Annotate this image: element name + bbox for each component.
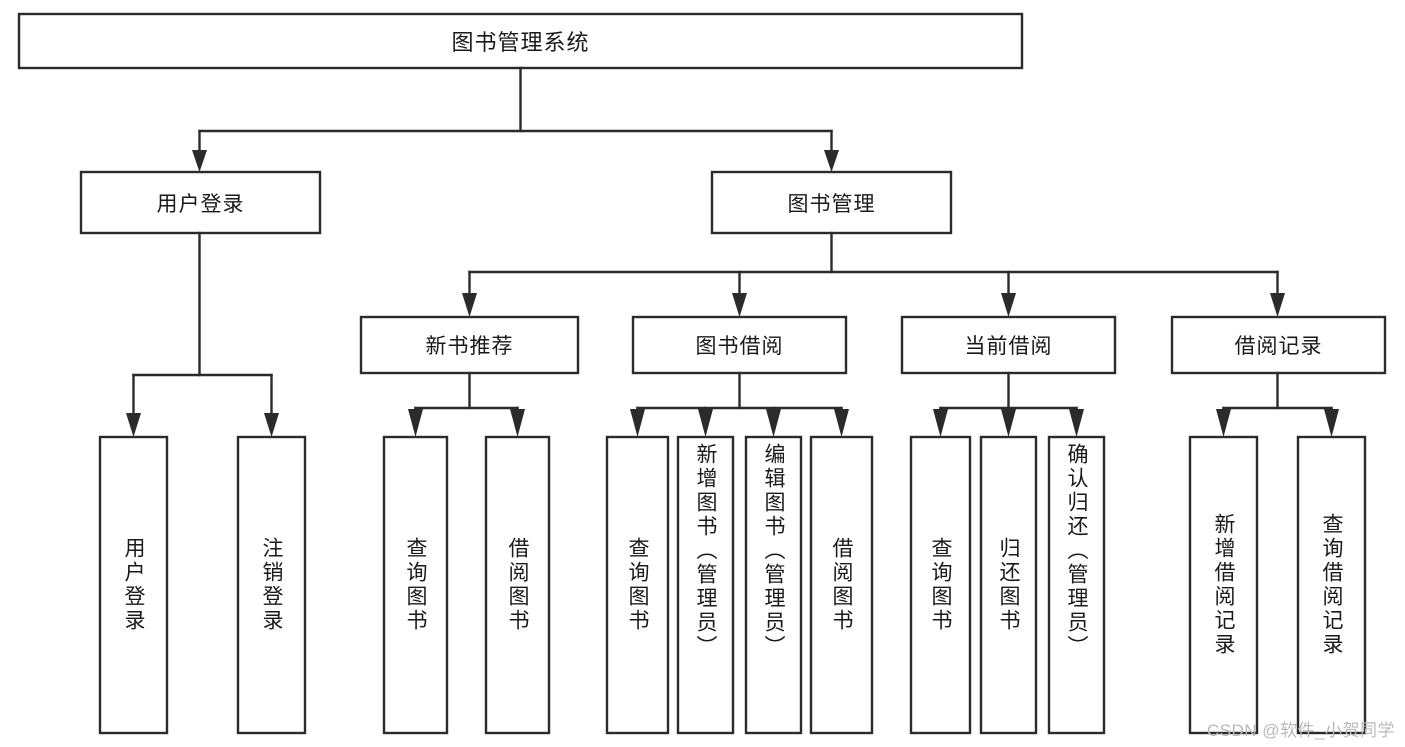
arrowhead-user-login — [192, 150, 207, 172]
arrowhead-current-borrow — [1001, 293, 1016, 317]
node-leaf-br-add-record-box[interactable] — [1188, 435, 1259, 735]
arrowhead-bb-edit-book — [766, 409, 781, 437]
arrowhead-cb-query-book — [933, 409, 948, 437]
arrowhead-cb-return-book — [1001, 409, 1016, 437]
arrowhead-bb-add-book — [698, 409, 713, 437]
arrowhead-bb-query-book — [630, 409, 645, 437]
arrowhead-nbr-borrow-book — [510, 409, 525, 437]
arrowhead-borrow-record — [1270, 293, 1285, 317]
arrowhead-leaf-user-login — [126, 413, 141, 437]
arrowhead-book-borrow — [732, 293, 747, 317]
node-leaf-bb-query-book-box[interactable] — [605, 435, 670, 735]
node-leaf-cb-query-book-box[interactable] — [909, 435, 972, 735]
arrowhead-br-query-record — [1324, 409, 1339, 437]
node-leaf-bb-edit-book-box[interactable] — [744, 435, 803, 735]
node-current-borrow-box[interactable] — [900, 315, 1117, 375]
node-root-box[interactable] — [17, 12, 1024, 70]
node-book-borrow-box[interactable] — [631, 315, 848, 375]
arrowhead-bb-borrow-book — [834, 409, 849, 437]
arrowhead-book-manage — [824, 150, 839, 172]
node-leaf-cb-return-book-box[interactable] — [979, 435, 1038, 735]
node-leaf-nbr-borrow-book-box[interactable] — [484, 435, 551, 735]
node-leaf-bb-add-book-box[interactable] — [676, 435, 735, 735]
node-leaf-logout-box[interactable] — [236, 435, 307, 735]
node-book-manage-box[interactable] — [710, 170, 953, 235]
arrowhead-leaf-logout — [264, 413, 279, 437]
node-borrow-record-box[interactable] — [1170, 315, 1387, 375]
arrowhead-br-add-record — [1216, 409, 1231, 437]
node-leaf-cb-confirm-return-box[interactable] — [1047, 435, 1106, 735]
node-leaf-bb-borrow-book-box[interactable] — [809, 435, 874, 735]
node-user-login-box[interactable] — [79, 170, 322, 235]
node-leaf-br-query-record-box[interactable] — [1296, 435, 1367, 735]
node-new-book-rec-box[interactable] — [359, 315, 580, 375]
node-leaf-nbr-query-book-box[interactable] — [382, 435, 449, 735]
arrowhead-nbr-query-book — [408, 409, 423, 437]
arrowhead-cb-confirm-return — [1069, 409, 1084, 437]
arrowhead-new-book-rec — [462, 293, 477, 317]
node-leaf-user-login-box[interactable] — [98, 435, 169, 735]
